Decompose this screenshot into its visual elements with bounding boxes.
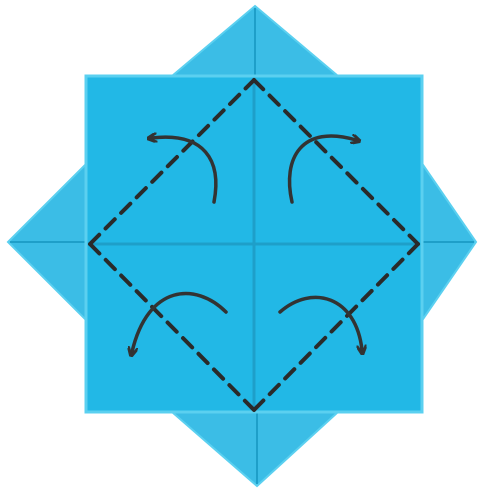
back-flap-bottom <box>172 412 338 486</box>
